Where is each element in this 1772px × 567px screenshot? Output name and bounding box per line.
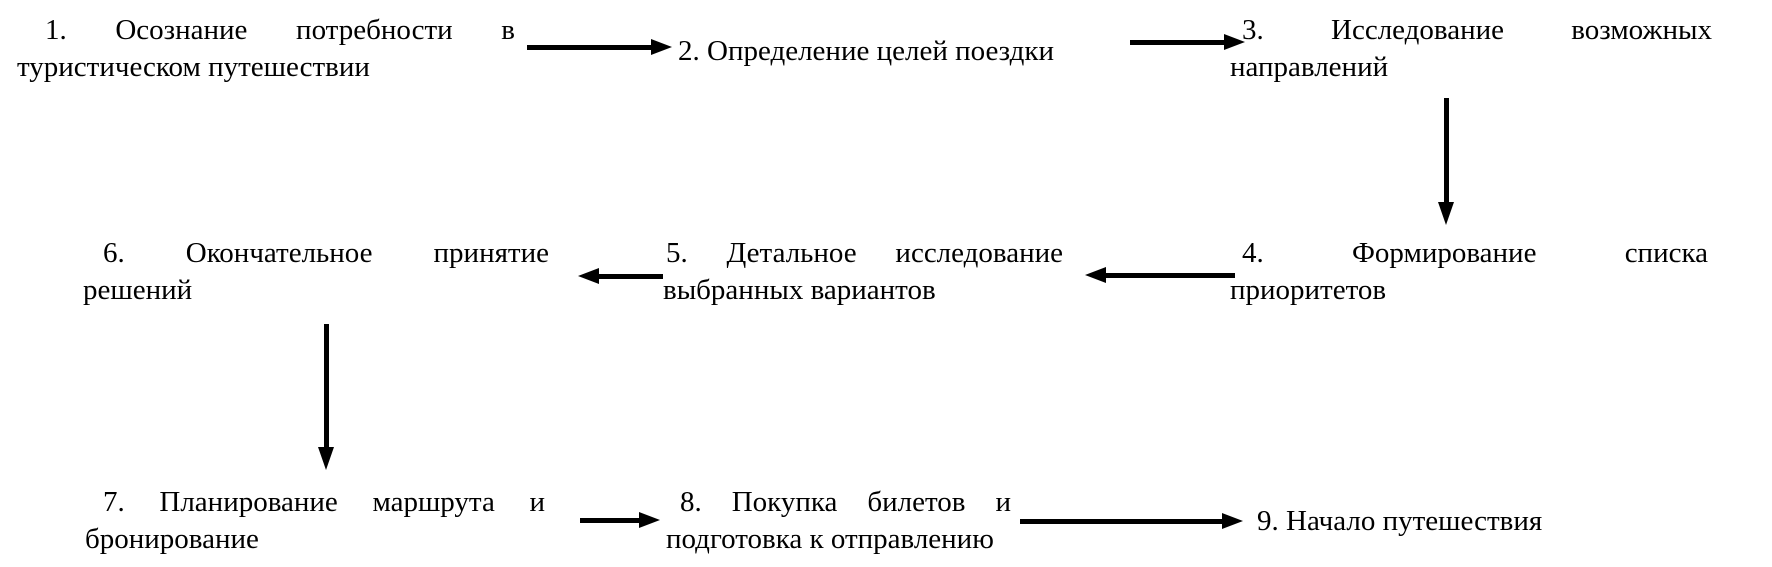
arrow-shaft <box>599 273 663 279</box>
arrow-step6-to-step7 <box>317 324 335 470</box>
arrowhead-down-icon <box>1438 202 1454 225</box>
arrow-step1-to-step2 <box>527 38 672 56</box>
arrowhead-left-icon <box>1085 267 1106 283</box>
step-2: 2. Определение целей поездки <box>678 33 1138 70</box>
arrow-shaft <box>527 44 651 50</box>
arrowhead-left-icon <box>578 268 599 284</box>
step-4-line2: приоритетов <box>1230 274 1387 306</box>
arrow-step2-to-step3 <box>1130 33 1245 51</box>
arrow-shaft <box>1106 272 1235 278</box>
arrow-step3-to-step4 <box>1437 98 1455 225</box>
step-2-line1: 2. Определение целей поездки <box>678 35 1054 67</box>
step-7-line2: бронирование <box>85 523 259 555</box>
step-9: 9. Начало путешествия <box>1257 503 1657 540</box>
arrow-step5-to-step6 <box>578 267 663 285</box>
step-1-line2: туристическом путешествии <box>17 51 370 83</box>
arrow-shaft <box>323 324 329 447</box>
arrow-step8-to-step9 <box>1020 512 1243 530</box>
step-9-line1: 9. Начало путешествия <box>1257 505 1543 537</box>
step-5-line2: выбранных вариантов <box>663 274 936 306</box>
arrowhead-right-icon <box>1222 513 1243 529</box>
arrow-shaft <box>580 517 639 523</box>
arrowhead-right-icon <box>1224 34 1245 50</box>
step-6-line2: решений <box>83 274 193 306</box>
arrow-shaft <box>1130 39 1224 45</box>
arrow-step4-to-step5 <box>1085 266 1235 284</box>
arrowhead-down-icon <box>318 447 334 470</box>
arrow-shaft <box>1020 518 1222 524</box>
arrowhead-right-icon <box>651 39 672 55</box>
step-8-line2: подготовка к отправлению <box>666 523 994 555</box>
step-3-line2: направлений <box>1230 51 1389 83</box>
arrowhead-right-icon <box>639 512 660 528</box>
arrow-shaft <box>1443 98 1449 202</box>
arrow-step7-to-step8 <box>580 511 660 529</box>
